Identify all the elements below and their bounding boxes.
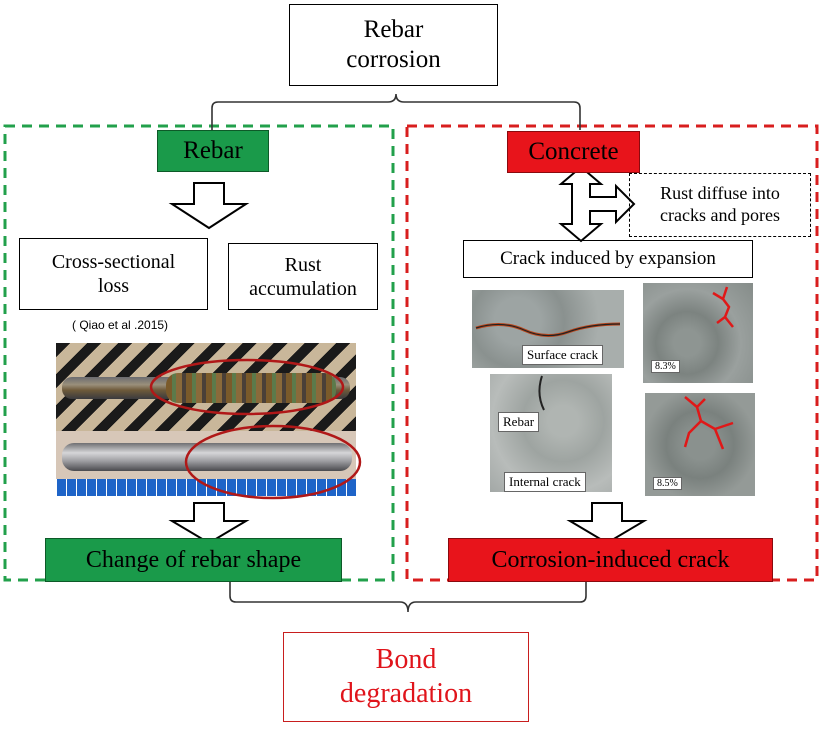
cross-sectional-loss-box: Cross-sectional loss — [19, 238, 208, 310]
ruler — [56, 479, 356, 496]
pct-label-b: 8.5% — [653, 477, 682, 490]
rust-diffuse-box: Rust diffuse into cracks and pores — [629, 173, 811, 237]
loss-ellipse — [184, 424, 362, 500]
rebar-corrosion-line1: Rebar — [363, 16, 424, 43]
rust-diffuse-line1: Rust diffuse into — [660, 183, 780, 204]
internal-crack-line — [538, 375, 545, 411]
bottom-brace — [229, 582, 587, 613]
crack-expansion-box: Crack induced by expansion — [463, 240, 753, 278]
rebar-corrosion-line2: corrosion — [346, 46, 441, 73]
rust-diffuse-line2: cracks and pores — [660, 205, 780, 225]
change-of-rebar-shape-box: Change of rebar shape — [45, 538, 342, 582]
rust-accumulation-line2: accumulation — [249, 277, 357, 300]
pct-label-a: 8.3% — [651, 360, 680, 373]
surface-crack-line — [475, 322, 621, 337]
concrete-header-label: Concrete — [528, 138, 619, 165]
red-crack-marking-b — [683, 396, 734, 450]
rebar-region-frame — [3, 124, 395, 582]
top-brace — [211, 93, 581, 130]
citation-text: ( Qiao et al .2015) — [72, 318, 169, 332]
surface-crack-photo: Surface crack — [472, 290, 624, 368]
concrete-header: Concrete — [507, 131, 640, 173]
concrete-region-frame — [405, 124, 819, 582]
rust-accumulation-line1: Rust — [284, 253, 322, 276]
clean-bar — [62, 443, 352, 471]
rebar-photo-label: Rebar — [498, 412, 540, 432]
corrosion-induced-crack-box: Corrosion-induced crack — [448, 538, 773, 582]
corrosion-induced-crack-label: Corrosion-induced crack — [491, 546, 730, 573]
down-arrow-left-bottom — [168, 502, 250, 545]
rust-ellipse — [149, 358, 345, 416]
surface-crack-label: Surface crack — [522, 345, 604, 365]
down-arrow-left-top — [168, 182, 250, 230]
down-arrow-right-bottom — [566, 502, 648, 545]
red-crack-marking-a — [712, 286, 734, 328]
rebar-header: Rebar — [157, 130, 269, 172]
rust-accumulation-box: Rust accumulation — [228, 243, 378, 310]
rust-patch — [166, 373, 336, 403]
cross-sectional-loss-line1: Cross-sectional — [51, 251, 176, 273]
rusted-rebar-photo — [56, 343, 356, 431]
change-of-rebar-shape-label: Change of rebar shape — [85, 546, 302, 573]
internal-crack-label: Internal crack — [504, 472, 586, 492]
internal-crack-photo: Rebar Internal crack — [490, 374, 612, 492]
bond-degradation-line2: degradation — [339, 678, 473, 709]
rebar-corrosion-box: Rebar corrosion — [289, 4, 498, 86]
bond-degradation-line1: Bond — [375, 644, 437, 676]
bond-degradation-box: Bond degradation — [283, 632, 529, 722]
bidirectional-arrow — [558, 165, 636, 243]
cross-sectional-loss-line2: loss — [97, 275, 130, 297]
photo-8-5: 8.5% — [645, 393, 755, 496]
rebar-header-label: Rebar — [183, 137, 243, 164]
crack-expansion-label: Crack induced by expansion — [500, 247, 716, 269]
photo-8-3: 8.3% — [643, 283, 753, 383]
